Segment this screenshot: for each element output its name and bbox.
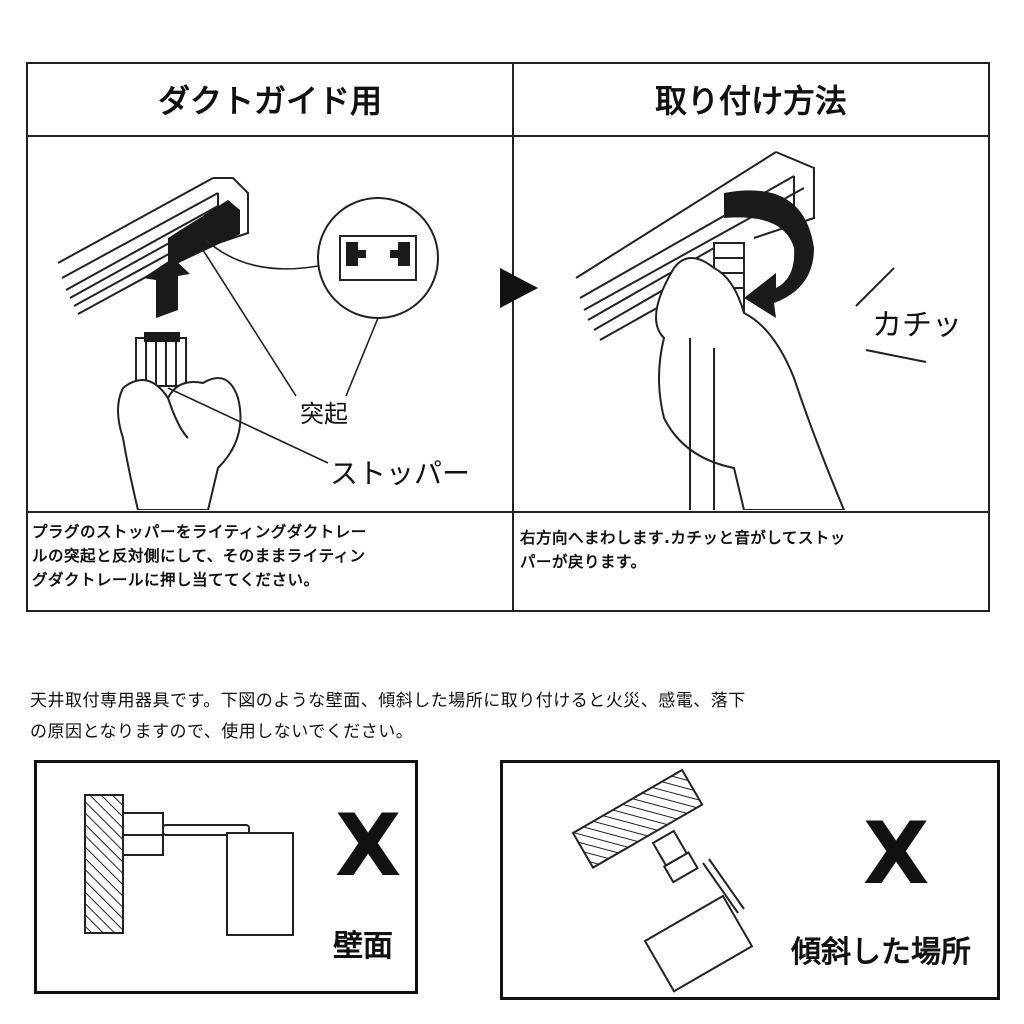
- slope-mount-illustration: [571, 768, 754, 993]
- zoom-detail: [317, 197, 439, 319]
- description-line: プラグのストッパーをライティングダクトレー: [32, 523, 367, 541]
- arrow-up-icon: [143, 258, 190, 318]
- notice-line: 天井取付専用器具です。下図のような壁面、傾斜した場所に取り付けると火災、感電、落…: [30, 691, 746, 711]
- description-line: グダクトレールに押し当ててください。: [32, 571, 320, 589]
- label-click: カチッ: [872, 308, 962, 343]
- hand: [117, 377, 242, 510]
- duct-rail: [57, 177, 249, 315]
- instruction-table: [26, 62, 990, 612]
- prohibited-slope-box: X 傾斜した場所: [500, 760, 1000, 1000]
- notice-line: の原因となりますので、使用しないでください。: [30, 722, 414, 742]
- description-left: プラグのストッパーをライティングダクトレー ルの突起と反対側にして、そのままライ…: [32, 520, 510, 592]
- plug: [135, 337, 187, 387]
- description-line: 右方向へまわします.カチッと音がしてストッ: [520, 529, 846, 547]
- prohibited-caption: 壁面: [333, 929, 393, 964]
- prohibited-caption: 傾斜した場所: [791, 935, 971, 970]
- safety-notice: 天井取付専用器具です。下図のような壁面、傾斜した場所に取り付けると火災、感電、落…: [30, 686, 1020, 748]
- prohibited-mark: X: [863, 804, 930, 904]
- label-protrusion: 突起: [300, 400, 348, 428]
- triangle-right-icon: [500, 268, 538, 308]
- hand: [655, 257, 846, 510]
- illustration-left: [57, 177, 439, 510]
- rotate-arrow-icon: [724, 190, 814, 318]
- illustration-right: [575, 151, 927, 510]
- description-line: パーが戻ります。: [520, 553, 647, 571]
- prohibited-wall-box: X 壁面: [34, 760, 418, 994]
- wall-mount-illustration: [84, 794, 294, 936]
- label-stopper: ストッパー: [330, 457, 471, 490]
- table-grid: [26, 62, 990, 612]
- header-installation-method: 取り付け方法: [654, 82, 847, 120]
- description-line: ルの突起と反対側にして、そのままライティン: [32, 547, 366, 565]
- header-duct-guide: ダクトガイド用: [157, 82, 382, 120]
- description-right: 右方向へまわします.カチッと音がしてストッ パーが戻ります。: [520, 526, 986, 574]
- prohibited-mark: X: [335, 796, 402, 896]
- rail-slot: [168, 200, 240, 268]
